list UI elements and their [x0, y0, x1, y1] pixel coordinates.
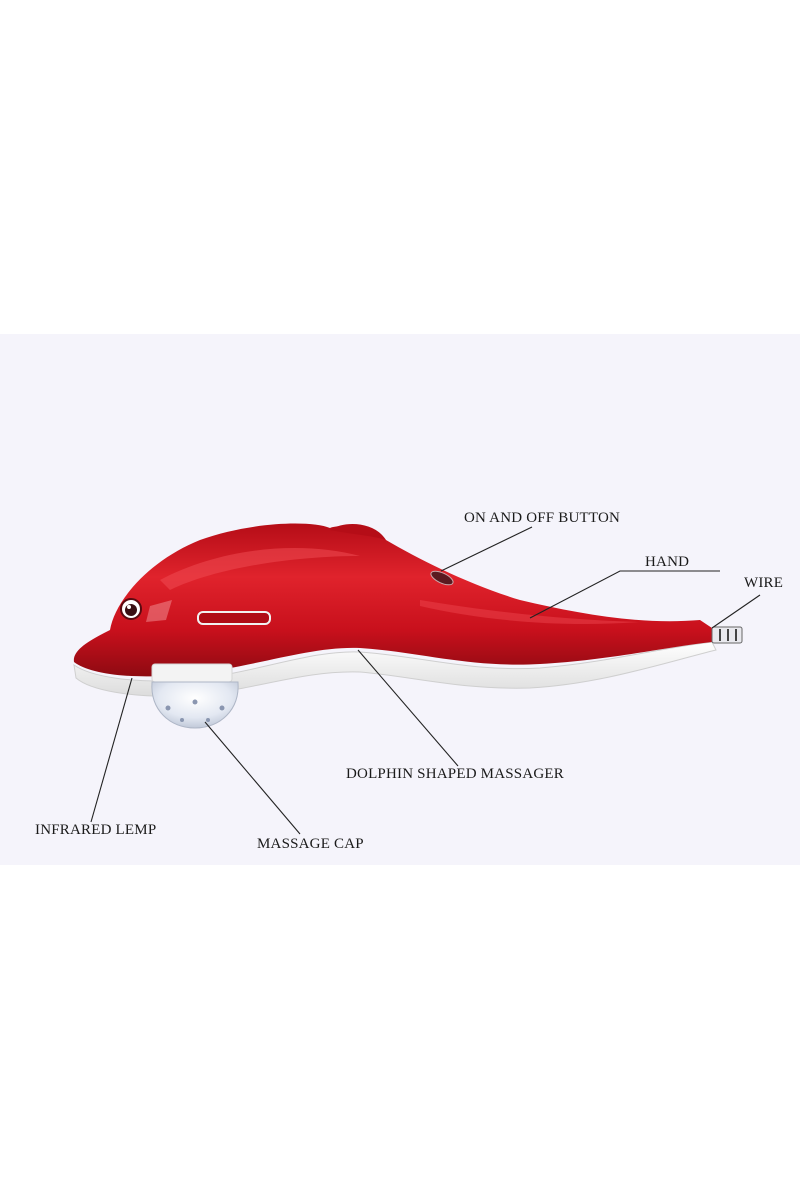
- label-infrared-lemp: INFRARED LEMP: [35, 822, 157, 838]
- label-hand: HAND: [645, 554, 690, 570]
- leader-lines: [90, 526, 761, 835]
- label-massage-cap: MASSAGE CAP: [257, 836, 364, 852]
- dolphin-massager-illustration: [73, 523, 761, 835]
- on-off-button: [430, 570, 454, 586]
- wire-connector: [711, 626, 743, 644]
- massage-cap: [151, 681, 239, 729]
- side-switch: [197, 611, 271, 625]
- label-wire: WIRE: [744, 575, 784, 591]
- label-dolphin-shaped-massager: DOLPHIN SHAPED MASSAGER: [346, 766, 564, 782]
- dorsal-fin: [330, 524, 386, 540]
- label-on-off-button: ON AND OFF BUTTON: [464, 510, 621, 526]
- dolphin-body: [73, 523, 713, 677]
- diagram-panel: ON AND OFF BUTTON HAND WIRE DOLPHIN SHAP…: [0, 334, 800, 865]
